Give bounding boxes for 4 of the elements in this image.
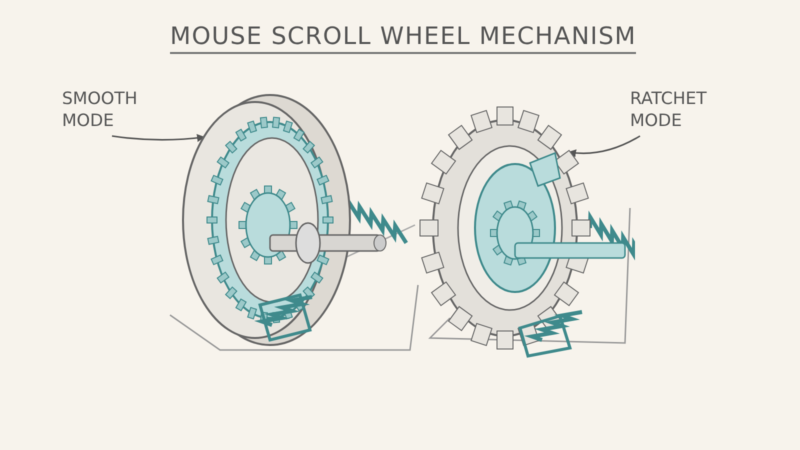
title: MOUSE SCROLL WHEEL MECHANISM [170, 22, 636, 54]
leader-arrow [112, 134, 206, 142]
mode-label: RATCHET MODE [630, 88, 725, 132]
mode-label: SMOOTH MODE [62, 88, 152, 132]
